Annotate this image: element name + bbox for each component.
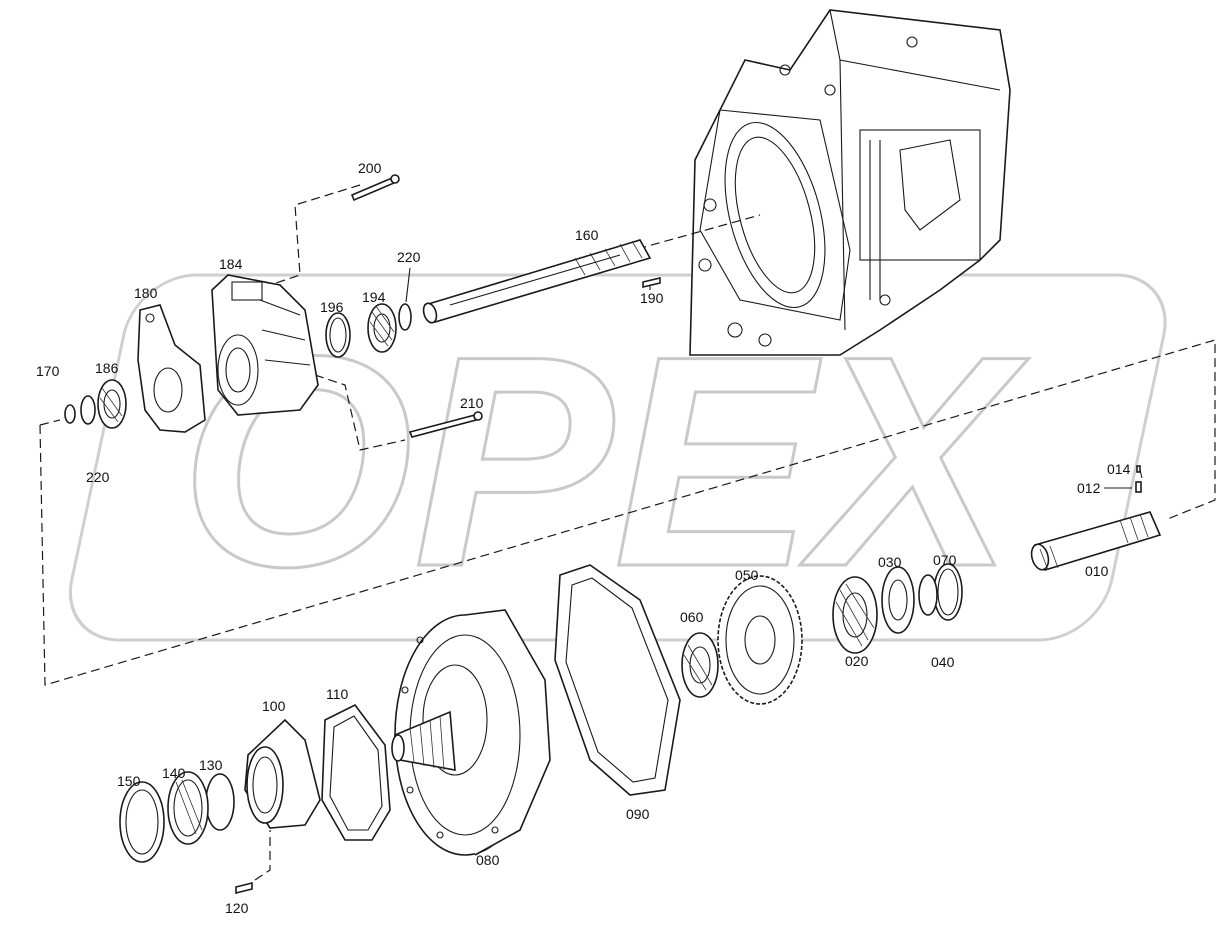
part-060-bearing xyxy=(681,632,719,698)
part-110-gasket xyxy=(321,703,391,841)
part-210-bolt xyxy=(408,411,483,438)
part-200-bolt xyxy=(350,174,400,202)
part-140-bearing xyxy=(167,771,209,845)
part-170-ring xyxy=(64,404,76,424)
part-220-ring-left xyxy=(80,395,96,425)
part-labels: 200 184 180 160 220 196 194 190 170 186 … xyxy=(36,160,1131,916)
label-110: 110 xyxy=(326,686,349,702)
part-220-ring-top xyxy=(398,303,412,331)
label-012: 012 xyxy=(1077,480,1101,496)
part-120-bolt xyxy=(235,881,253,895)
part-100-cap xyxy=(244,718,321,829)
part-090-gasket xyxy=(554,564,681,796)
label-030: 030 xyxy=(878,554,902,570)
label-020: 020 xyxy=(845,653,869,669)
label-184: 184 xyxy=(219,256,243,272)
part-180-gasket xyxy=(137,304,206,433)
label-pointers xyxy=(405,267,1143,489)
label-014: 014 xyxy=(1107,461,1131,477)
label-210: 210 xyxy=(460,395,484,411)
label-186: 186 xyxy=(95,360,119,376)
label-100: 100 xyxy=(262,698,286,714)
part-012-014-pins xyxy=(1135,465,1142,493)
label-150: 150 xyxy=(117,773,141,789)
label-130: 130 xyxy=(199,757,223,773)
label-200: 200 xyxy=(358,160,382,176)
part-186-seal xyxy=(97,379,127,429)
label-196: 196 xyxy=(320,299,344,315)
label-194: 194 xyxy=(362,289,386,305)
label-010: 010 xyxy=(1085,563,1109,579)
part-184-housing xyxy=(211,274,319,416)
label-160: 160 xyxy=(575,227,599,243)
part-010-shaft xyxy=(1030,511,1162,571)
label-180: 180 xyxy=(134,285,158,301)
label-170: 170 xyxy=(36,363,60,379)
label-080: 080 xyxy=(476,852,500,868)
part-030-washer xyxy=(881,566,915,634)
part-070-ring xyxy=(933,563,963,621)
label-070: 070 xyxy=(933,552,957,568)
label-220-left: 220 xyxy=(86,469,110,485)
part-130-ring xyxy=(205,773,235,831)
part-196-ring xyxy=(325,312,351,358)
part-190-pin xyxy=(642,276,661,289)
label-060: 060 xyxy=(680,609,704,625)
label-050: 050 xyxy=(735,567,759,583)
transmission-housing xyxy=(689,9,1011,356)
part-050-gear xyxy=(717,575,803,705)
label-090: 090 xyxy=(626,806,650,822)
label-120: 120 xyxy=(225,900,249,916)
label-220-top: 220 xyxy=(397,249,421,265)
part-160-shaft xyxy=(422,239,652,324)
part-020-bearing xyxy=(832,576,878,654)
label-040: 040 xyxy=(931,654,955,670)
part-150-seal xyxy=(119,781,165,863)
part-040-ring xyxy=(918,574,938,616)
label-140: 140 xyxy=(162,765,186,781)
part-194-bearing xyxy=(367,303,397,353)
label-190: 190 xyxy=(640,290,664,306)
part-080-hub xyxy=(391,609,551,856)
